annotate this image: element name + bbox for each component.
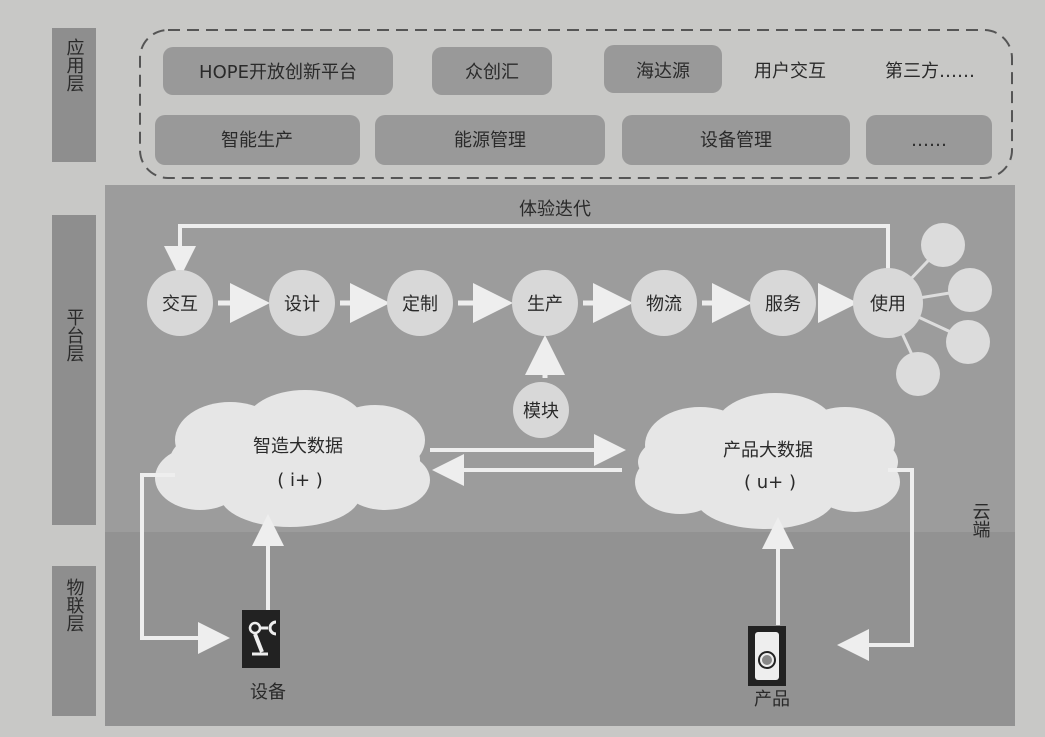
app-box-energy: [375, 115, 605, 165]
product-data-title: 产品大数据: [723, 440, 813, 461]
node-interaction: [147, 270, 213, 336]
device-feedback-line: [140, 473, 230, 654]
node-label: 生产: [527, 294, 563, 315]
layer-label-platform: 平台层: [64, 308, 85, 362]
app-label-smart-production: 智能生产: [221, 130, 293, 151]
application-dashed-border: [139, 29, 1013, 179]
app-box-smart-production: [155, 115, 360, 165]
flow-arrows: [218, 283, 858, 378]
app-label-zhongchuanghui: 众创汇: [465, 62, 519, 83]
app-box-zhongchuanghui: [432, 47, 552, 95]
node-label: 使用: [870, 294, 906, 315]
node-label: 设计: [284, 294, 320, 315]
device-label: 设备: [250, 682, 286, 703]
node-design: [269, 270, 335, 336]
cloud-product-data: [635, 393, 900, 529]
loop-label: 体验迭代: [519, 199, 591, 220]
product-data-sub: ( u+ ): [744, 472, 796, 493]
node-label: 服务: [765, 294, 801, 315]
iot-area: [105, 532, 1015, 726]
petal-node: [896, 352, 940, 396]
app-label-third-party: 第三方……: [885, 61, 975, 82]
petal-node: [948, 268, 992, 312]
app-label-energy: 能源管理: [454, 130, 526, 151]
app-row1: HOPE开放创新平台 众创汇 海达源 用户交互 第三方……: [163, 45, 975, 95]
flow-nodes: 交互 设计 定制 生产 物流 服务 使用 模块: [147, 268, 923, 438]
app-label-user-interaction: 用户交互: [754, 61, 826, 82]
layer-bar-platform: [52, 215, 96, 525]
node-customize: [387, 270, 453, 336]
layer-bar-iot: [52, 566, 96, 716]
layer-bar-application: [52, 28, 96, 162]
cloud-manufacturing-data: [155, 390, 430, 527]
layer-label-iot: 物联层: [64, 578, 85, 632]
manufacturing-data-title: 智造大数据: [253, 436, 343, 457]
app-label-haidayuan: 海达源: [636, 61, 690, 82]
app-box-more: [866, 115, 992, 165]
petal-node: [946, 320, 990, 364]
app-box-haidayuan: [604, 45, 722, 93]
manufacturing-data-sub: ( i+ ): [277, 470, 323, 491]
node-label: 定制: [402, 294, 438, 315]
product-label: 产品: [754, 689, 790, 710]
petal-node: [921, 223, 965, 267]
app-box-equipment: [622, 115, 850, 165]
node-logistics: [631, 270, 697, 336]
app-label-equipment: 设备管理: [700, 130, 772, 151]
washing-machine-icon: [748, 626, 786, 686]
iteration-loop-line: [164, 224, 890, 278]
node-service: [750, 270, 816, 336]
node-label: 模块: [523, 401, 559, 422]
node-label: 交互: [162, 294, 198, 315]
cloud-label: 云端: [970, 502, 991, 538]
product-feedback-line: [837, 468, 914, 661]
layer-label-application: 应用层: [64, 38, 85, 92]
node-label: 物流: [646, 294, 682, 315]
app-row2: 智能生产 能源管理 设备管理 ……: [155, 115, 992, 165]
app-box-hope: [163, 47, 393, 95]
node-production: [512, 270, 578, 336]
robot-arm-icon: [242, 610, 280, 668]
app-label-more: ……: [911, 130, 947, 151]
node-use: [853, 268, 923, 338]
app-label-hope: HOPE开放创新平台: [199, 62, 357, 83]
node-module: [513, 382, 569, 438]
